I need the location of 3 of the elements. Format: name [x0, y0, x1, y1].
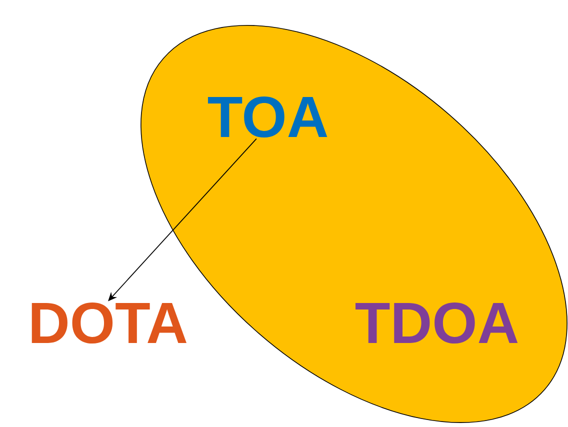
- label-text: TOA: [208, 96, 328, 138]
- label-text: DOTA: [32, 302, 186, 344]
- label-text: TDOA: [356, 302, 518, 344]
